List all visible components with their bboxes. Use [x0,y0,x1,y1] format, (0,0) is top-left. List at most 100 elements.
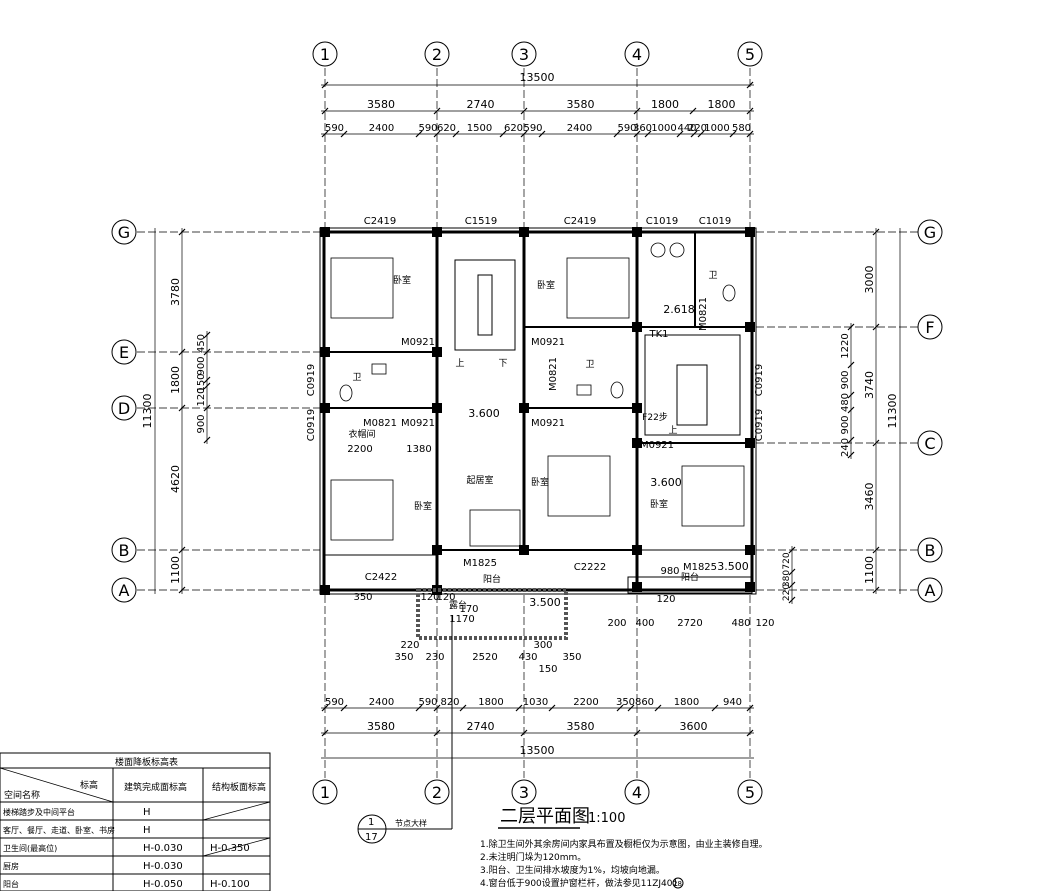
dim-tick [203,376,211,384]
stair-step-label: F22步 [642,412,668,423]
dim-text: 900 [196,414,207,433]
dim-text: 220 [782,584,792,601]
dim-tick [613,130,621,138]
dim-text: 120 [755,618,774,629]
sink-icon [669,242,685,258]
dim-text: 820 [440,697,459,708]
axis-label-col: 3 [519,45,529,64]
axis-label-row: F [925,318,934,337]
bed-icon [566,257,630,319]
door-label: M0921 [531,418,565,429]
furniture [330,242,745,547]
axis-bubble-col [624,41,650,67]
dim-text: 150 [538,664,557,675]
table-header-name: 空间名称 [4,789,40,801]
dim-tick [654,704,662,712]
dim-text: 11300 [886,394,899,429]
dim-text: 450 [196,334,207,353]
axis-bubble-row [111,395,137,421]
dim-text: 3600 [680,720,708,733]
window-label: C2419 [564,216,596,227]
dim-tick [178,348,186,356]
window-label: C1019 [699,216,731,227]
door-label: M1825 [463,558,497,569]
dim-tick [203,382,211,390]
dim-tick [633,130,641,138]
dim-tick [746,130,754,138]
dim-tick [178,228,186,236]
dim-text: 590 [325,123,344,134]
axis-label-row: G [924,223,936,242]
dim-text: 2740 [467,720,495,733]
axis-bubble-row [917,577,943,603]
table-row-finish: H [143,807,151,818]
dim-text: 440 [677,123,696,134]
washbasin-icon [576,384,592,396]
column-square [432,403,442,413]
dim-text: 430 [518,652,537,663]
dim-tick [340,130,348,138]
axis-bubble-row [917,430,943,456]
dim-tick [729,130,737,138]
dim-text: 1800 [478,697,503,708]
dim-text: 2400 [369,123,394,134]
dim-tick [415,130,423,138]
window-label: C1519 [465,216,497,227]
window-label: C0919 [306,409,317,441]
toilet-icon [610,381,624,399]
dim-text: 480 [840,393,851,412]
dim-tick [633,729,641,737]
dim-tick [433,729,441,737]
dim-tick [340,704,348,712]
dim-tick [321,81,329,89]
window-label: C2222 [574,562,606,573]
dim-text: 900 [196,356,207,375]
dim-tick [676,130,684,138]
column-square [320,347,330,357]
dim-tick [746,107,754,115]
door-label: M0821 [363,418,397,429]
dim-text: 1170 [449,614,474,625]
dim-tick [697,130,705,138]
note-4-badge-text: 28 [673,880,682,888]
dim-text: 1800 [169,366,182,394]
dim-tick [788,568,796,576]
dim-tick [711,704,719,712]
dim-tick [178,546,186,554]
axis-label-col: 1 [320,783,330,802]
column-square [320,227,330,237]
axis-bubble-row [917,219,943,245]
room-label: 卧室 [531,476,549,488]
dim-tick [690,130,698,138]
washbasin-icon [371,363,387,375]
dim-tick [847,436,855,444]
column-square [432,347,442,357]
window-label: C2419 [364,216,396,227]
room-label: 起居室 [466,474,493,486]
column-square [745,582,755,592]
dim-tick [415,704,423,712]
dim-tick [788,596,796,604]
dim-text: 220 [400,640,419,651]
dim-text: 11300 [141,394,154,429]
window-label: C0919 [754,364,765,396]
axis-label-row: E [119,343,129,362]
axis-bubble-row [111,339,137,365]
dim-text: 1000 [704,123,729,134]
dim-tick [515,704,523,712]
toilet-icon [722,284,736,302]
column-square [519,545,529,555]
dim-text: 360 [633,123,652,134]
note-4: 4.窗台低于900设置护窗栏杆，做法参见11ZJ401 [480,877,678,889]
dim-text: 2400 [567,123,592,134]
column-square [745,438,755,448]
dim-text: 940 [723,697,742,708]
dim-text: 1500 [467,123,492,134]
elevation-label: 3.600 [650,476,682,489]
column-square [745,322,755,332]
axis-label-col: 4 [632,783,642,802]
table-title: 楼面降板标高表 [115,756,178,768]
bed-icon [681,465,745,527]
dim-text: 620 [504,123,523,134]
axis-label-row: A [925,581,936,600]
